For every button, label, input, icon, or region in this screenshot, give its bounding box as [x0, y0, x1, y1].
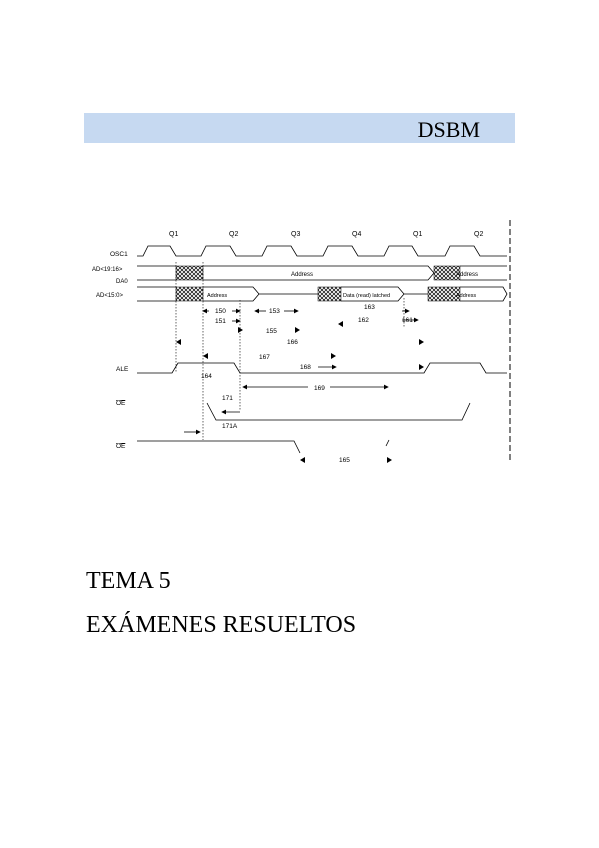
quarter-label: Q3: [291, 231, 300, 238]
timing-label: 165: [339, 457, 350, 464]
signal-ad-high-2: DA0: [116, 279, 128, 285]
timing-label: 166: [287, 339, 298, 346]
header-bar: DSBM: [84, 113, 515, 143]
bus-label: Address: [291, 272, 313, 278]
signal-osc1: OSC1: [110, 251, 128, 258]
timing-label: 167: [259, 354, 270, 361]
timing-label: 171: [222, 395, 233, 402]
ale-waveform: [137, 362, 507, 374]
bus-label: Data (read) latched: [343, 293, 390, 299]
bus-label: Address: [456, 293, 476, 299]
guide-lines: [175, 262, 405, 440]
quarter-label: Q4: [352, 231, 361, 238]
timing-arrowheads: [176, 321, 424, 463]
timing-label: 164: [201, 373, 212, 380]
timing-label: 162: [358, 317, 369, 324]
quarter-label: Q2: [229, 231, 238, 238]
timing-label: 155: [266, 328, 277, 335]
signal-oe-bar: OE: [116, 400, 126, 407]
quarter-label: Q1: [413, 231, 422, 238]
ad-low-hatch: [175, 286, 204, 302]
timing-label: 171A: [222, 423, 238, 430]
quarter-label: Q1: [169, 231, 178, 238]
bus-label: Address: [207, 293, 227, 299]
ad-low-bus: [137, 286, 508, 302]
timing-label: 151: [215, 318, 226, 325]
timing-label: 153: [269, 308, 280, 315]
oe2-waveform: [137, 439, 390, 454]
ad-high-hatch: [175, 265, 204, 281]
ad-low-hatch-2: [317, 286, 342, 302]
signal-ale: ALE: [116, 366, 129, 373]
quarter-label: Q2: [474, 231, 483, 238]
ad-high-hatch-2: [433, 265, 461, 281]
ad-low-hatch-3: [427, 286, 461, 302]
header-title: DSBM: [417, 117, 480, 142]
osc1-waveform: [137, 245, 507, 257]
timing-label: 168: [300, 364, 311, 371]
timing-label: 169: [314, 385, 325, 392]
timing-arrows: [184, 308, 419, 435]
topic-title: TEMA 5: [86, 568, 171, 594]
signal-ad-high: AD<19:16>: [92, 267, 123, 273]
subtopic-title: EXÁMENES RESUELTOS: [86, 612, 357, 638]
timing-label: 163: [364, 304, 375, 311]
timing-label: 150: [215, 308, 226, 315]
signal-ad-low: AD<15:0>: [96, 293, 124, 299]
signal-oe-bar-2: OE: [116, 443, 126, 450]
bus-label: Address: [456, 272, 478, 278]
timing-label: 161: [402, 317, 413, 324]
oe-waveform: [206, 402, 471, 421]
